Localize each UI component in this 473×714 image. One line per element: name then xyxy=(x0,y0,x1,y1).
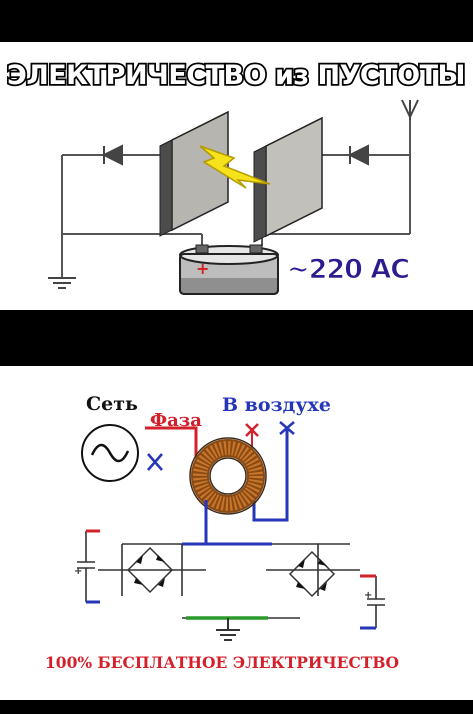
voltage-label: ~220 AC xyxy=(287,254,409,285)
left-capacitor-plate xyxy=(159,110,229,237)
battery-icon: + xyxy=(179,244,279,295)
battery-plus-sign: + xyxy=(196,259,209,278)
diode-icon xyxy=(101,144,123,166)
air-wire xyxy=(252,428,289,522)
antenna-icon xyxy=(401,99,419,120)
bridge-rectifier-icon xyxy=(126,546,174,594)
phase-wire xyxy=(145,426,198,458)
lightning-icon xyxy=(199,145,271,189)
rectifier-wiring xyxy=(85,530,377,629)
disconnect-mark-icon xyxy=(147,453,163,471)
toroid-coil-icon xyxy=(189,437,267,515)
ground-icon xyxy=(48,277,76,289)
capacitor-icon xyxy=(367,592,385,612)
capacitor-plus-sign: + xyxy=(74,566,82,577)
top-title: ЭЛЕКТРИЧЕСТВО из ПУСТОТЫ xyxy=(7,60,465,91)
terminal-marks xyxy=(86,529,376,630)
capacitor-icon xyxy=(77,546,95,588)
diode-icon xyxy=(347,144,369,166)
footer-caption: 100% БЕСПЛАТНОЕ ЭЛЕКТРИЧЕСТВО xyxy=(45,653,399,672)
ac-source-icon xyxy=(81,424,139,482)
label-air: В воздухе xyxy=(222,394,331,416)
bottom-panel: Сеть Фаза В воздухе xyxy=(0,366,473,700)
label-phase: Фаза xyxy=(150,410,202,431)
ground-icon xyxy=(216,618,240,641)
label-network: Сеть xyxy=(86,393,138,415)
capacitor-plus-sign: + xyxy=(364,590,372,601)
right-capacitor-plate xyxy=(253,116,323,243)
bridge-rectifier-icon xyxy=(288,550,336,598)
top-circuit-diagram: ЭЛЕКТРИЧЕСТВО из ПУСТОТЫ xyxy=(5,58,467,295)
blue-bus-left xyxy=(182,500,208,546)
bottom-circuit-diagram: Сеть Фаза В воздухе xyxy=(45,393,399,672)
top-panel: ЭЛЕКТРИЧЕСТВО из ПУСТОТЫ xyxy=(0,42,473,310)
